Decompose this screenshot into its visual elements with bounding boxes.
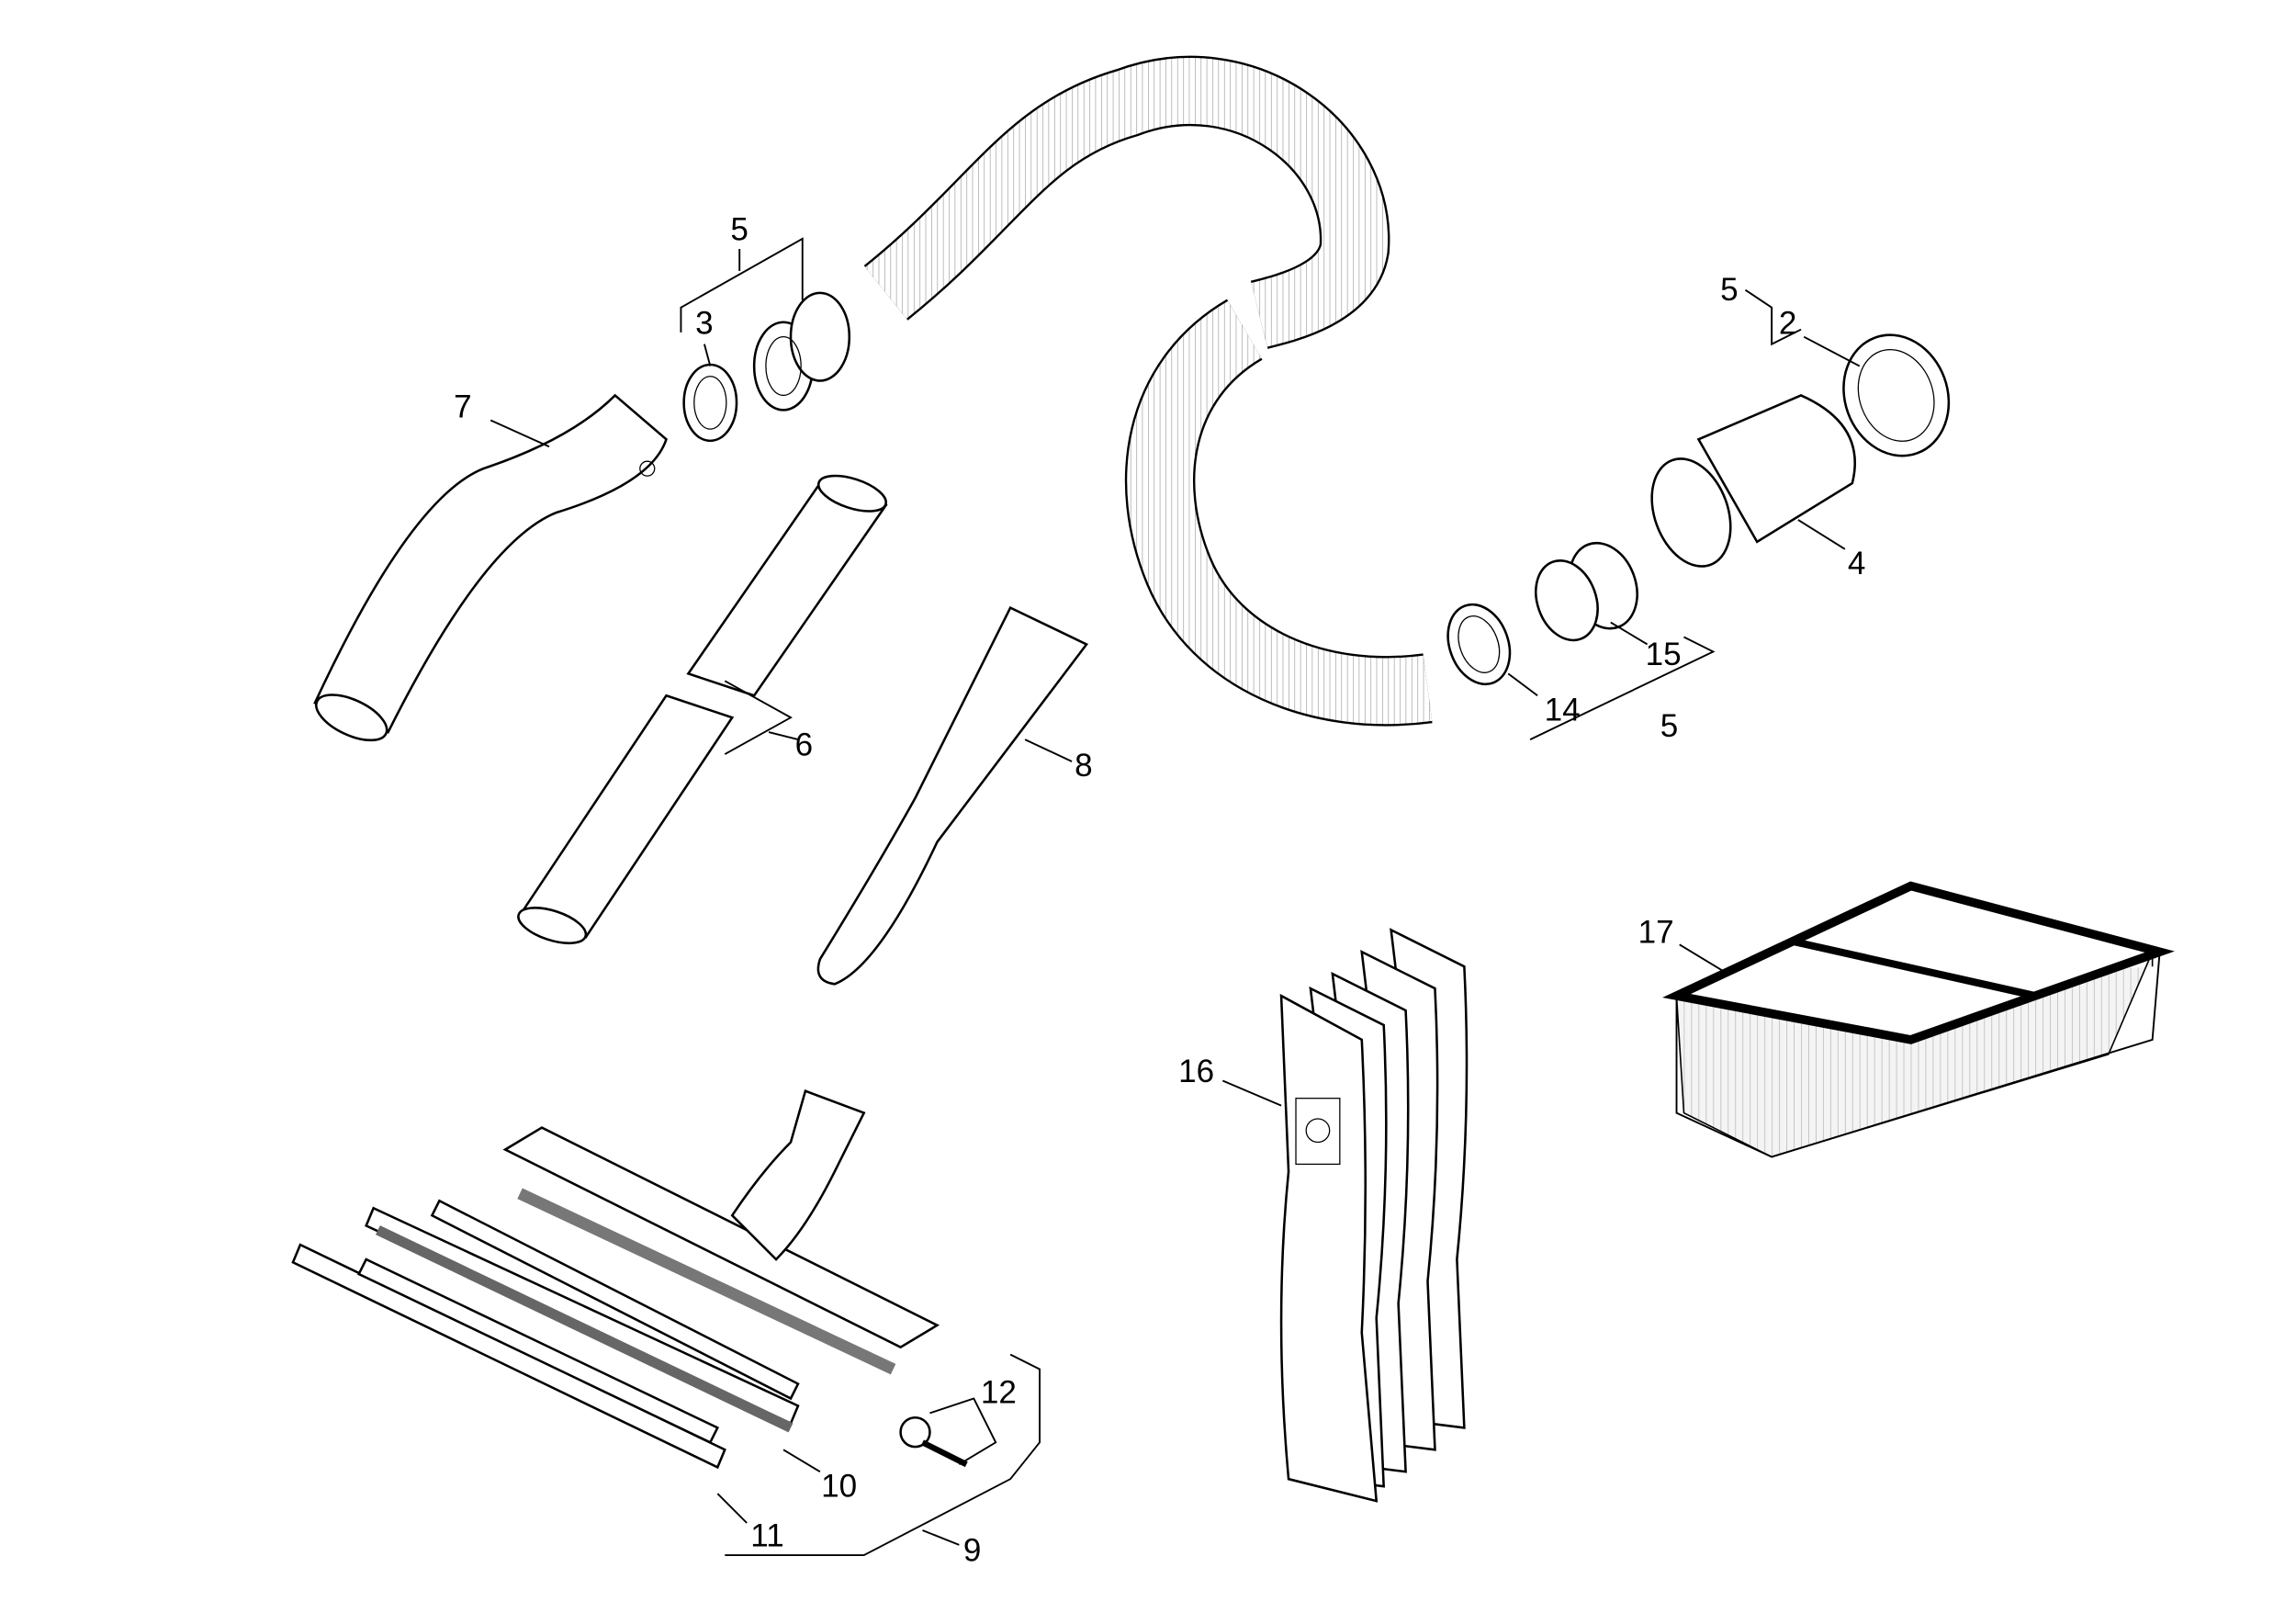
clamp-ring-3 [682, 363, 738, 443]
label-part-11: 11 [750, 1518, 783, 1554]
label-part-12: 12 [981, 1374, 1017, 1410]
wheel-12 [899, 1415, 968, 1468]
leader-lines [490, 237, 1861, 1557]
suction-tube-upper [686, 474, 888, 697]
label-part-3: 3 [695, 305, 714, 341]
adapter-4 [1650, 394, 1856, 568]
label-part-10: 10 [821, 1468, 857, 1504]
label-part-9: 9 [963, 1532, 982, 1568]
brush-strips-10 [365, 1199, 800, 1433]
handle-elbow [313, 393, 668, 742]
label-part-8: 8 [1075, 748, 1093, 784]
floor-nozzle [502, 1089, 940, 1375]
label-part-6: 6 [795, 727, 814, 763]
sleeve-15 [1535, 541, 1638, 642]
filter-bags [1279, 928, 1469, 1503]
clamp-ring-14 [1446, 603, 1512, 686]
label-part-4: 4 [1848, 546, 1866, 581]
label-part-17: 17 [1638, 915, 1674, 951]
hose-connector-left [752, 291, 851, 412]
seal-ring-2 [1842, 333, 1951, 457]
flat-pleated-filter [1662, 881, 2175, 1158]
label-part-2: 2 [1779, 305, 1797, 341]
label-part-15: 15 [1646, 637, 1682, 672]
label-part-7: 7 [454, 389, 472, 424]
suction-tube-lower [517, 694, 735, 945]
label-part-5-top: 5 [730, 211, 748, 247]
label-part-14: 14 [1545, 692, 1581, 727]
label-part-5-right: 5 [1720, 272, 1739, 308]
rubber-strips-11 [291, 1243, 726, 1470]
label-part-5-bottom: 5 [1660, 708, 1679, 744]
label-part-16: 16 [1178, 1054, 1214, 1089]
suction-hose [863, 55, 1433, 727]
crevice-nozzle [816, 605, 1088, 986]
